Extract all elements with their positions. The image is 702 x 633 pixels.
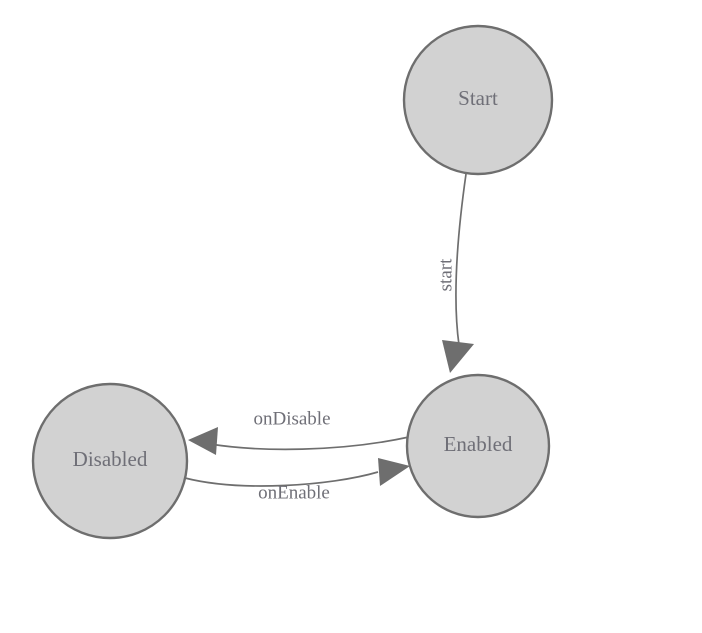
state-node-start-circle [402, 24, 554, 176]
state-node-start[interactable]: Start [402, 24, 554, 176]
state-node-enabled-label: Enabled [444, 432, 513, 456]
edge-disabled-to-enabled[interactable]: onEnable [184, 458, 410, 503]
edge-enabled-to-disabled[interactable]: onDisable [188, 408, 410, 455]
arrowhead-icon-onenable [378, 458, 410, 486]
state-node-disabled-circle [31, 382, 189, 540]
edge-start-to-enabled[interactable]: start [435, 173, 474, 373]
arrowhead-icon-start [442, 340, 474, 373]
edge-label-onenable: onEnable [258, 482, 330, 503]
arrowhead-icon-ondisable [188, 427, 218, 455]
state-node-start-label: Start [458, 86, 498, 110]
state-node-enabled-circle [405, 373, 551, 519]
edge-line-onenable [184, 471, 379, 487]
state-node-disabled-label: Disabled [73, 447, 148, 471]
edge-line-start [455, 173, 467, 346]
edge-label-start: start [435, 258, 456, 291]
edge-line-ondisable [209, 436, 410, 451]
state-node-enabled[interactable]: Enabled [405, 373, 551, 519]
edge-label-ondisable: onDisable [253, 408, 330, 429]
state-node-disabled[interactable]: Disabled [31, 382, 189, 540]
